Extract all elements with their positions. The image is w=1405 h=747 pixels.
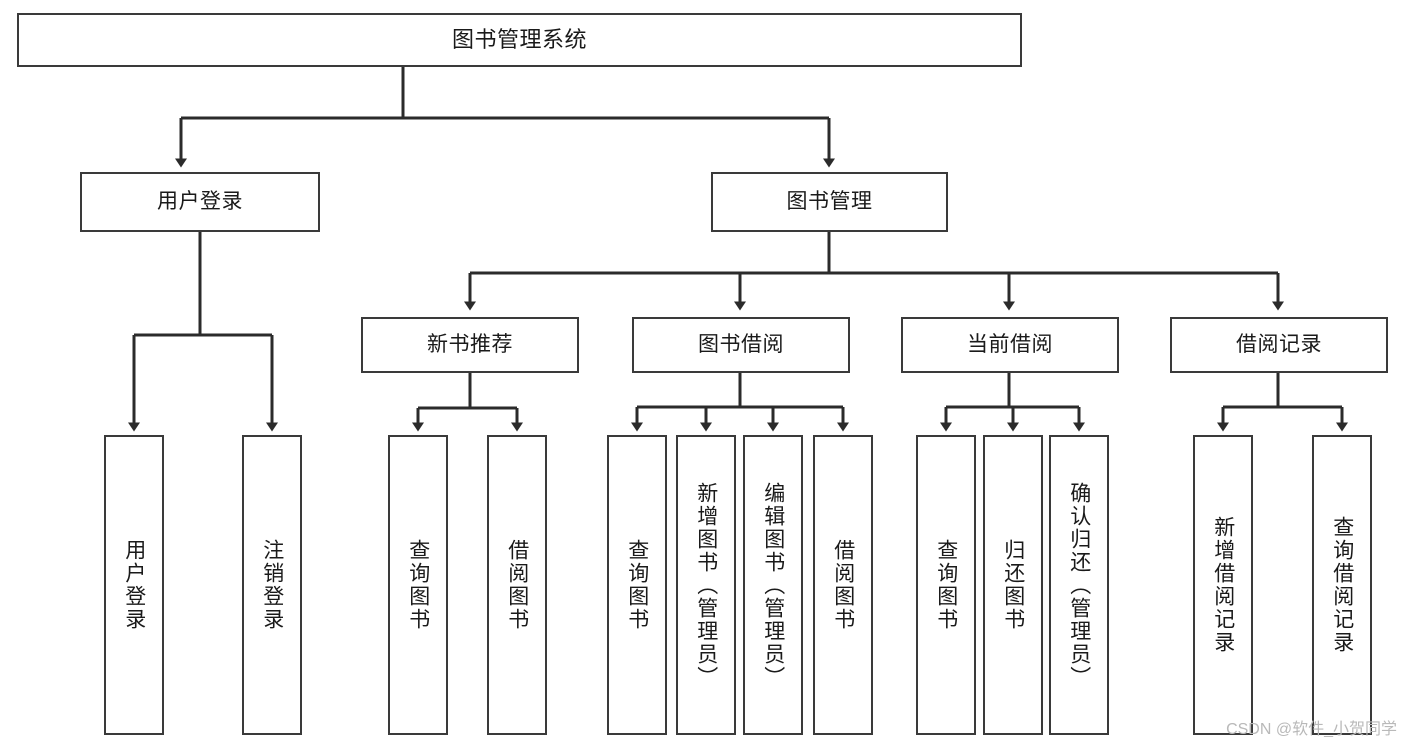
- node-leaf-user-login-label: 用户登录: [122, 539, 146, 631]
- node-leaf-query-book-recommend[interactable]: 查询图书: [388, 435, 448, 735]
- node-leaf-borrow-book-label: 借阅图书: [831, 539, 855, 631]
- node-leaf-add-record-label: 新增借阅记录: [1211, 516, 1235, 654]
- node-leaf-borrow-book-recommend[interactable]: 借阅图书: [487, 435, 547, 735]
- node-leaf-query-book-borrow[interactable]: 查询图书: [607, 435, 667, 735]
- node-leaf-add-book-label: 新增图书（管理员）: [694, 481, 718, 689]
- node-root-label: 图书管理系统: [451, 27, 587, 53]
- node-new-book-recommend-label: 新书推荐: [427, 332, 513, 356]
- node-user-login-label: 用户登录: [157, 189, 243, 213]
- node-book-manage-label: 图书管理: [786, 189, 873, 213]
- node-leaf-return-book-label: 归还图书: [1001, 539, 1025, 631]
- node-leaf-query-book-borrow-label: 查询图书: [625, 539, 649, 631]
- node-leaf-confirm-return[interactable]: 确认归还（管理员）: [1049, 435, 1109, 735]
- node-leaf-edit-book-label: 编辑图书（管理员）: [761, 481, 785, 689]
- node-borrow-record[interactable]: 借阅记录: [1170, 317, 1388, 373]
- node-leaf-logout-login[interactable]: 注销登录: [242, 435, 302, 735]
- node-leaf-query-book-current-label: 查询图书: [934, 539, 958, 631]
- node-leaf-borrow-book-recommend-label: 借阅图书: [505, 539, 529, 631]
- node-leaf-user-login[interactable]: 用户登录: [104, 435, 164, 735]
- node-user-login[interactable]: 用户登录: [80, 172, 320, 232]
- node-leaf-add-book[interactable]: 新增图书（管理员）: [676, 435, 736, 735]
- node-root[interactable]: 图书管理系统: [17, 13, 1022, 67]
- node-leaf-edit-book[interactable]: 编辑图书（管理员）: [743, 435, 803, 735]
- node-book-borrow-label: 图书借阅: [698, 332, 784, 356]
- node-leaf-logout-login-label: 注销登录: [260, 539, 284, 631]
- node-current-borrow-label: 当前借阅: [967, 332, 1053, 356]
- node-book-manage[interactable]: 图书管理: [711, 172, 948, 232]
- node-leaf-query-book-recommend-label: 查询图书: [406, 539, 430, 631]
- node-leaf-add-record[interactable]: 新增借阅记录: [1193, 435, 1253, 735]
- node-leaf-return-book[interactable]: 归还图书: [983, 435, 1043, 735]
- node-borrow-record-label: 借阅记录: [1236, 332, 1322, 356]
- watermark-text: CSDN @软件_小贺同学: [1226, 721, 1397, 738]
- node-new-book-recommend[interactable]: 新书推荐: [361, 317, 579, 373]
- node-leaf-confirm-return-label: 确认归还（管理员）: [1067, 481, 1091, 689]
- node-book-borrow[interactable]: 图书借阅: [632, 317, 850, 373]
- node-current-borrow[interactable]: 当前借阅: [901, 317, 1119, 373]
- node-leaf-borrow-book[interactable]: 借阅图书: [813, 435, 873, 735]
- node-leaf-query-book-current[interactable]: 查询图书: [916, 435, 976, 735]
- node-leaf-query-record[interactable]: 查询借阅记录: [1312, 435, 1372, 735]
- node-leaf-query-record-label: 查询借阅记录: [1330, 516, 1354, 654]
